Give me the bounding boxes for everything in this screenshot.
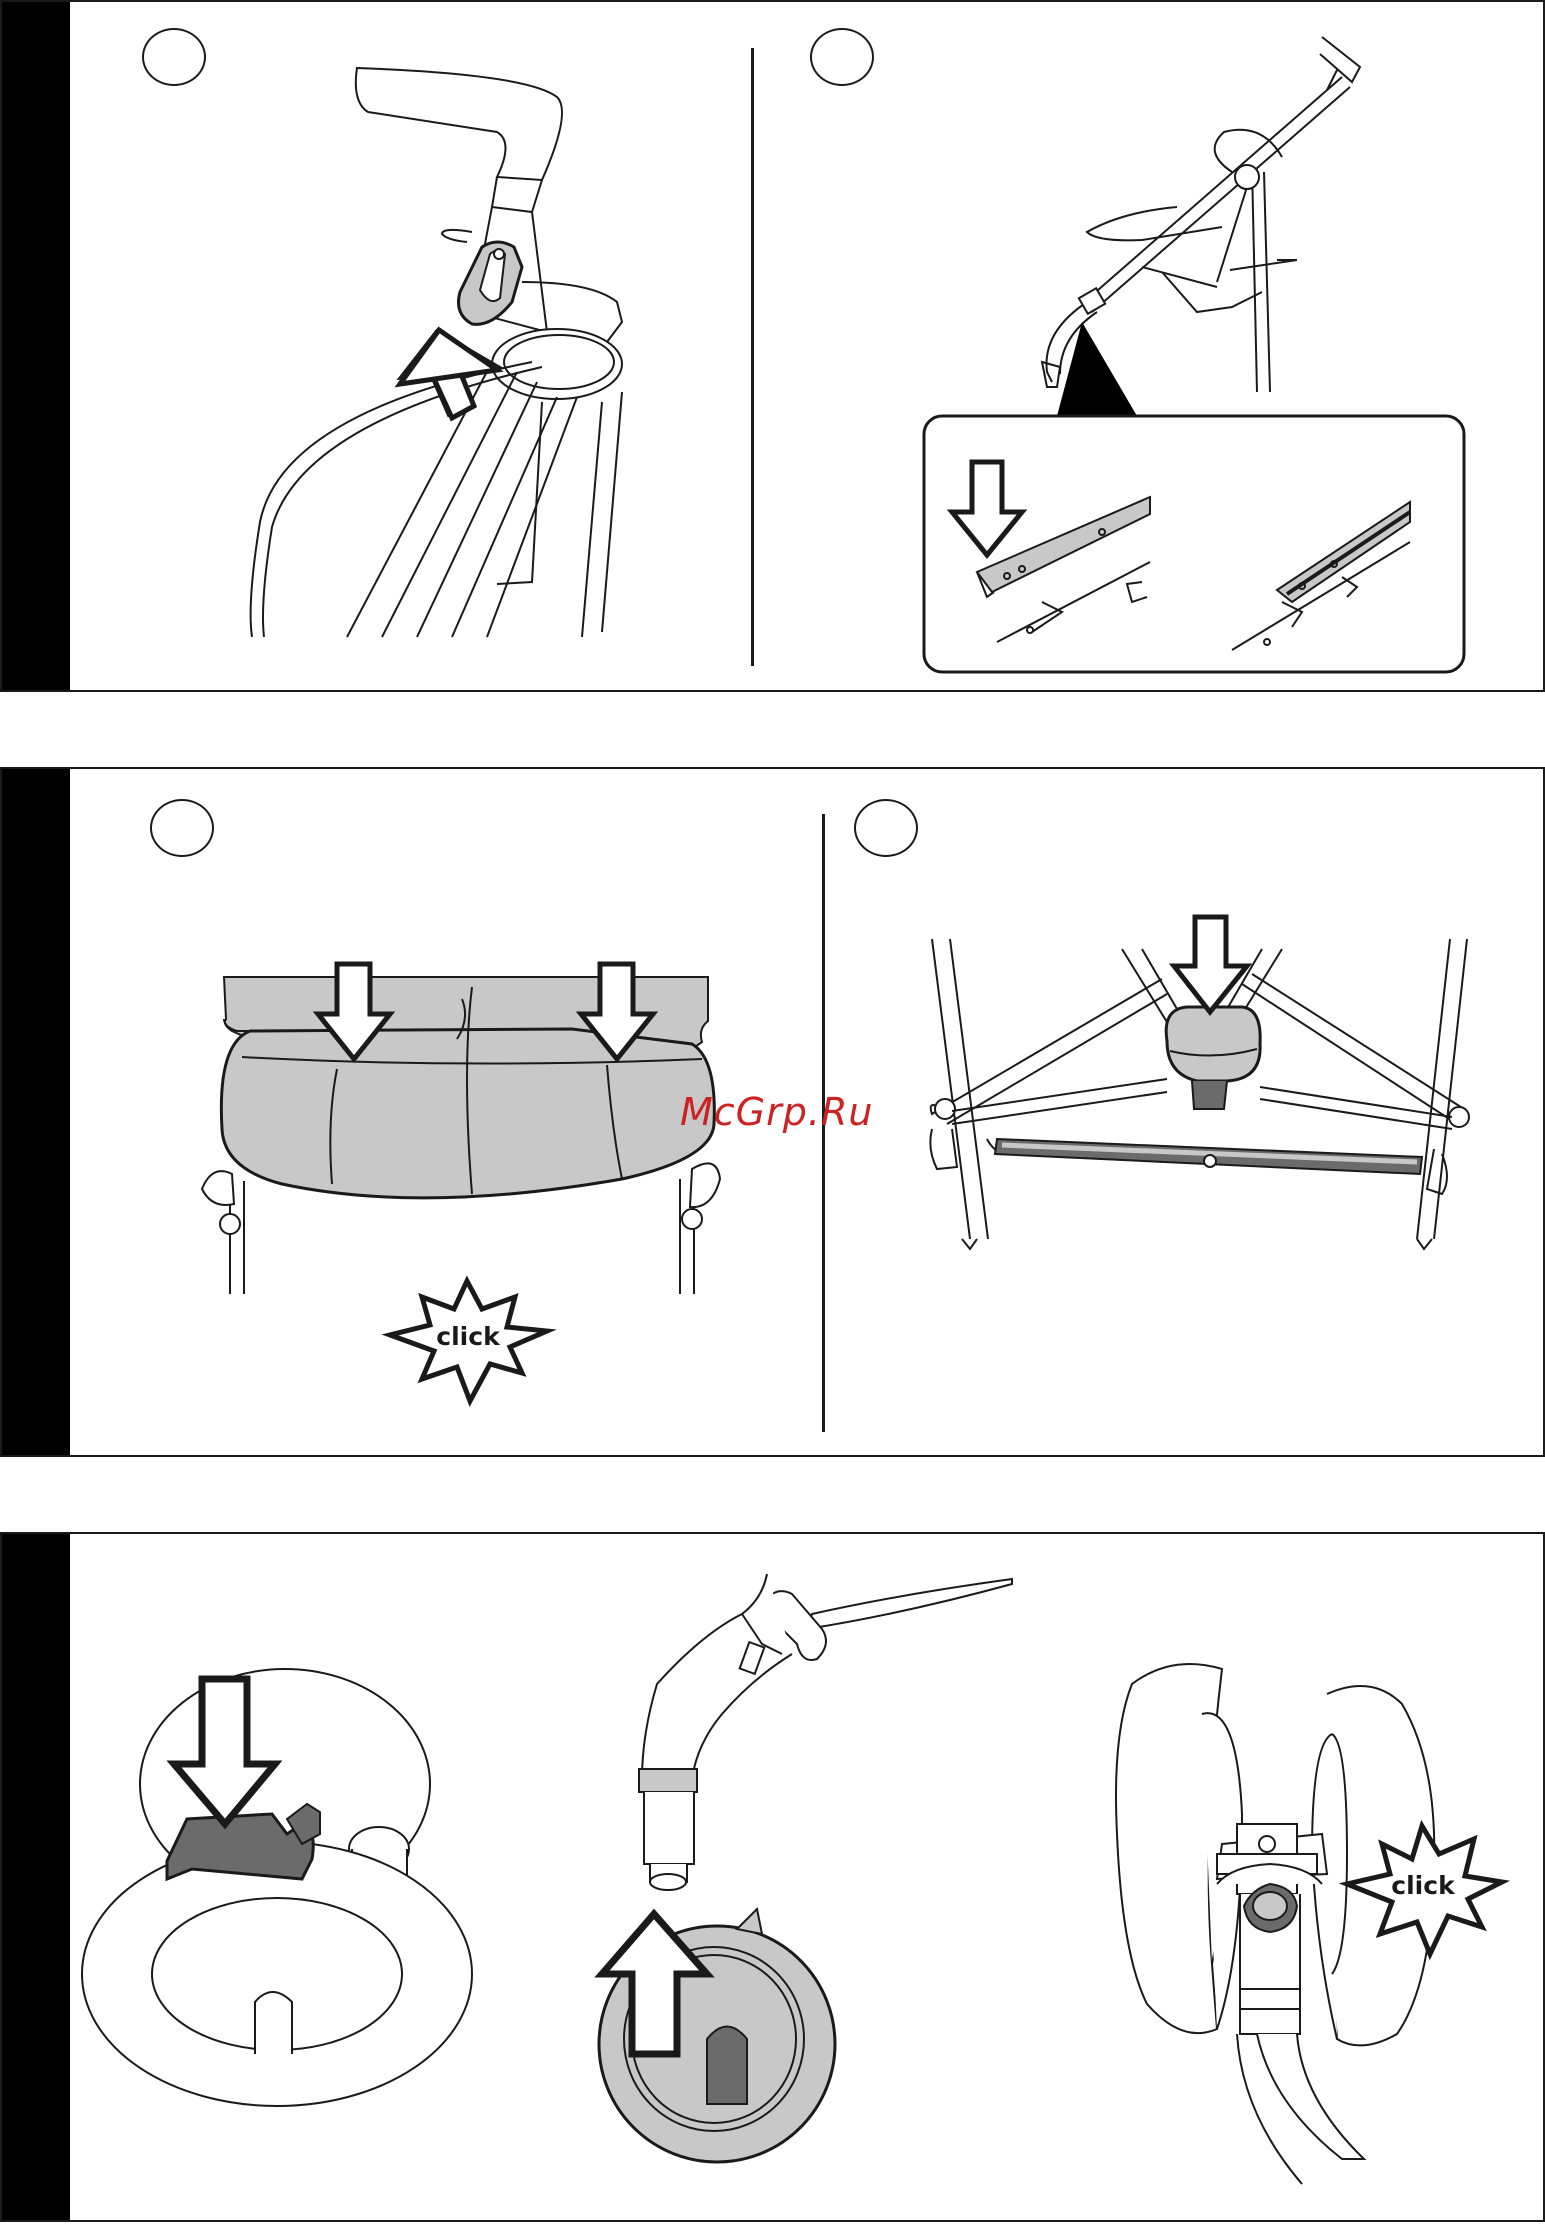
down-arrow-icon bbox=[1174, 917, 1247, 1012]
detail-inset-box bbox=[924, 416, 1464, 672]
click-label: click bbox=[436, 1322, 501, 1351]
watermark-text: McGrp.Ru bbox=[680, 1090, 873, 1134]
crossbar-clip bbox=[1166, 1007, 1260, 1167]
instruction-panel-1 bbox=[0, 0, 1545, 692]
panel-3-illustrations: click bbox=[2, 1534, 1545, 2224]
panel-1-illustrations bbox=[2, 2, 1545, 694]
instruction-panel-3: click bbox=[0, 1532, 1545, 2222]
click-label: click bbox=[1391, 1871, 1456, 1900]
axle-illustration bbox=[639, 1574, 1012, 1890]
instruction-panel-2: click bbox=[0, 767, 1545, 1457]
callout-pointer bbox=[1057, 322, 1137, 416]
click-burst-icon: click bbox=[390, 1281, 547, 1401]
wheel-release-illustration bbox=[82, 1669, 472, 2106]
